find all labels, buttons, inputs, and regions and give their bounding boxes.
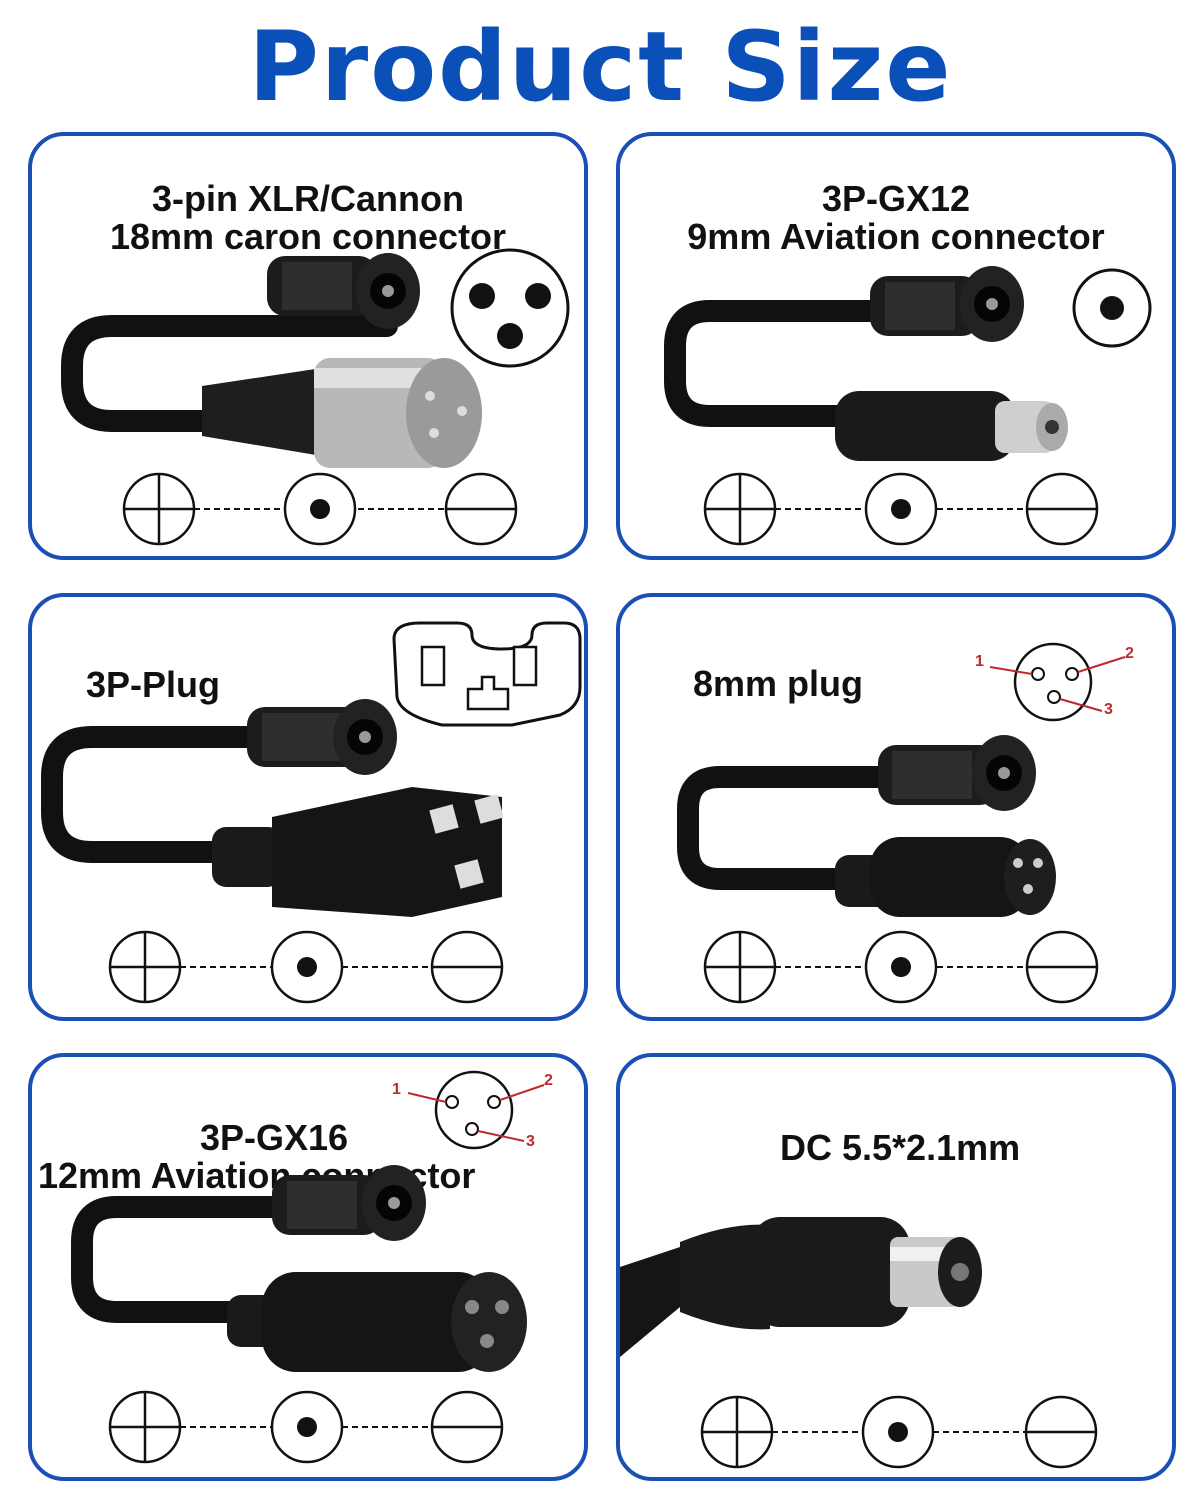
panel-3p-plug-title: 3P-Plug xyxy=(86,666,220,704)
pin-label-2: 2 xyxy=(544,1072,553,1089)
8mm-plug-cable-image xyxy=(677,735,1056,917)
center-dot-icon xyxy=(270,1390,344,1464)
center-dot-icon xyxy=(864,930,938,1004)
gx12-cable-image xyxy=(664,266,1068,461)
panel-gx16: 3P-GX16 12mm Aviation connector 1 2 3 xyxy=(28,1053,588,1481)
center-dot-icon xyxy=(864,472,938,546)
pin-label-1: 1 xyxy=(392,1081,401,1098)
plus-circle-icon xyxy=(703,472,777,546)
panel-xlr-title-line2: 18mm caron connector xyxy=(109,216,507,257)
8mm-pin-diagram-icon xyxy=(989,642,1126,722)
gx16-cable-image xyxy=(71,1165,527,1372)
panel-xlr: 3-pin XLR/Cannon 18mm caron connector xyxy=(28,132,588,560)
plus-circle-icon xyxy=(108,1390,182,1464)
page-title: Product Size xyxy=(248,11,953,123)
gx16-pin-diagram-icon xyxy=(407,1070,545,1150)
center-dot-icon xyxy=(283,472,357,546)
3p-plug-socket-diagram-icon xyxy=(392,621,582,727)
pin-label-2: 2 xyxy=(1125,645,1134,662)
panel-3p-plug-title-line1: 3P-Plug xyxy=(86,664,221,705)
dc-cable-image xyxy=(620,1217,982,1357)
minus-circle-icon xyxy=(430,930,504,1004)
plus-circle-icon xyxy=(703,930,777,1004)
panel-3p-plug: 3P-Plug xyxy=(28,593,588,1021)
pin-label-3: 3 xyxy=(1104,701,1113,718)
polarity-diagram xyxy=(122,472,518,546)
panel-dc-5521-title: DC 5.5*2.1mm xyxy=(780,1129,1020,1167)
plus-circle-icon xyxy=(122,472,196,546)
panel-gx16-title-line1: 3P-GX16 xyxy=(200,1117,349,1158)
panel-gx12-title-line1: 3P-GX12 xyxy=(821,178,971,219)
panel-8mm-plug-title: 8mm plug xyxy=(693,665,863,703)
polarity-diagram xyxy=(700,1395,1098,1469)
minus-circle-icon xyxy=(444,472,518,546)
polarity-diagram xyxy=(703,930,1099,1004)
xlr-cable-image xyxy=(61,253,482,468)
plus-circle-icon xyxy=(700,1395,774,1469)
minus-circle-icon xyxy=(1025,472,1099,546)
polarity-diagram xyxy=(108,1390,504,1464)
gx12-pin-diagram-icon xyxy=(1072,268,1152,348)
panel-gx12-title: 3P-GX12 9mm Aviation connector xyxy=(620,180,1172,256)
minus-circle-icon xyxy=(1024,1395,1098,1469)
panel-xlr-title-line1: 3-pin XLR/Cannon xyxy=(152,178,464,219)
panel-xlr-title: 3-pin XLR/Cannon 18mm caron connector xyxy=(32,180,584,256)
panel-gx12-title-line2: 9mm Aviation connector xyxy=(687,216,1105,257)
panel-dc-5521: DC 5.5*2.1mm xyxy=(616,1053,1176,1481)
3p-plug-cable-image xyxy=(41,699,504,917)
panel-8mm-plug-title-line1: 8mm plug xyxy=(693,663,864,704)
panel-8mm-plug: 8mm plug 1 2 3 xyxy=(616,593,1176,1021)
panel-dc-5521-title-line1: DC 5.5*2.1mm xyxy=(780,1127,1021,1168)
polarity-diagram xyxy=(703,472,1099,546)
xlr-pin-diagram-icon xyxy=(450,248,570,368)
plus-circle-icon xyxy=(108,930,182,1004)
panel-gx12: 3P-GX12 9mm Aviation connector xyxy=(616,132,1176,560)
pin-label-1: 1 xyxy=(975,653,984,670)
pin-label-3: 3 xyxy=(526,1133,535,1150)
polarity-diagram xyxy=(108,930,504,1004)
minus-circle-icon xyxy=(430,1390,504,1464)
center-dot-icon xyxy=(861,1395,935,1469)
minus-circle-icon xyxy=(1025,930,1099,1004)
center-dot-icon xyxy=(270,930,344,1004)
